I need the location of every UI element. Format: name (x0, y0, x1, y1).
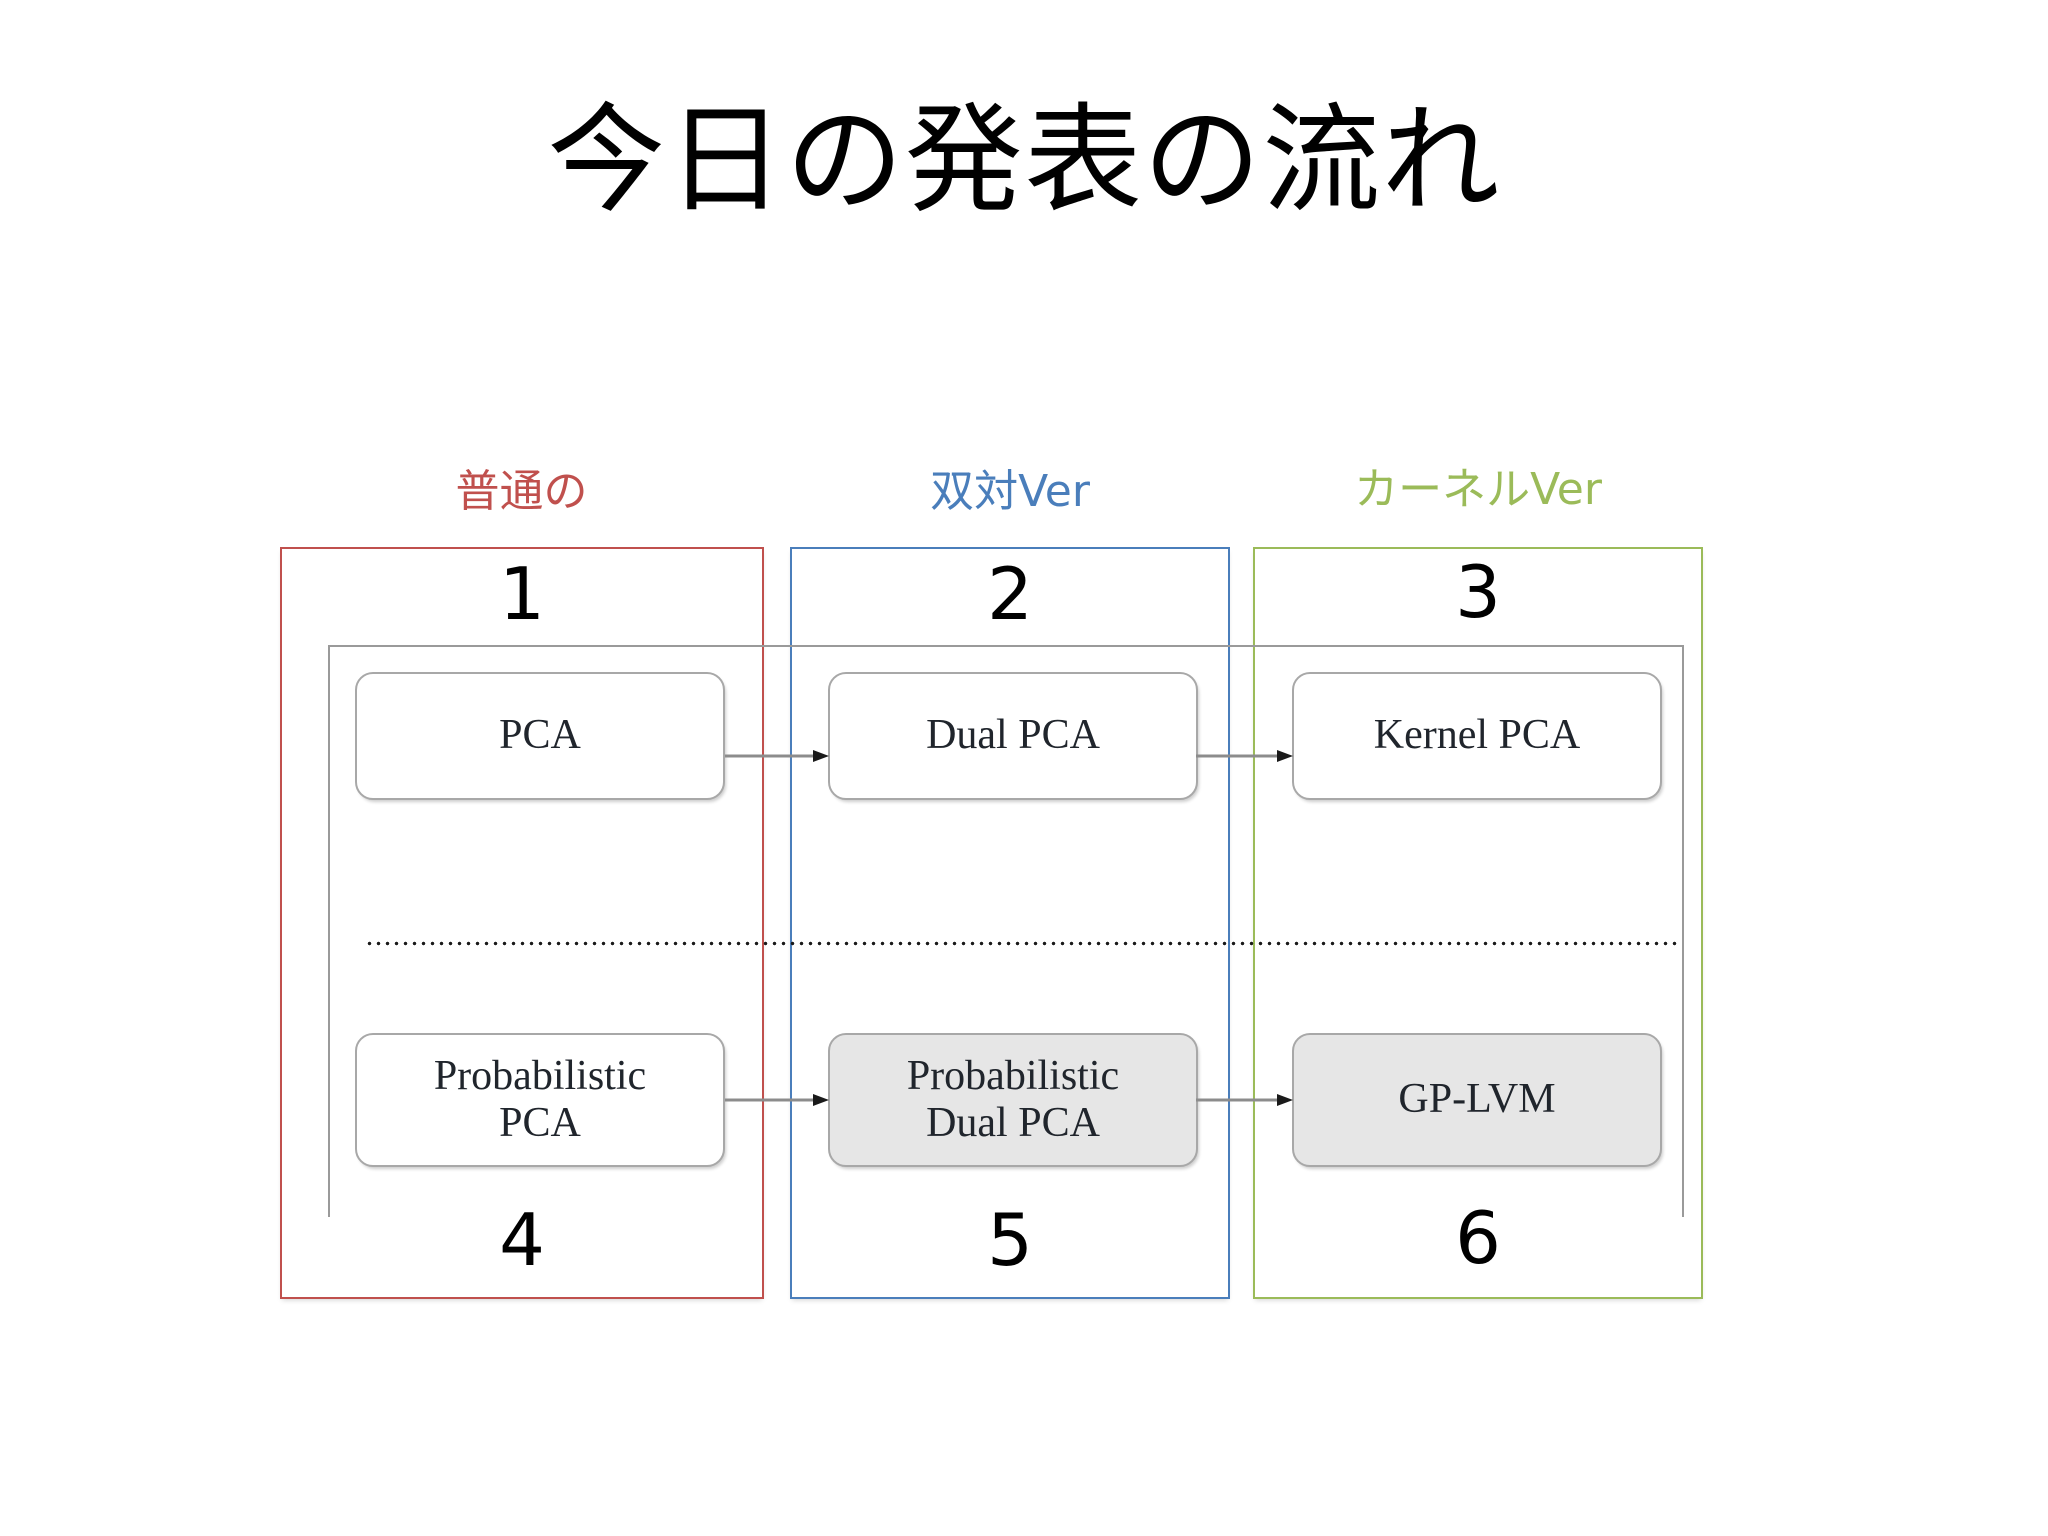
inner-figure-frame (328, 645, 1684, 1217)
node-pca[interactable]: PCA (355, 672, 725, 800)
step-number-2: 2 (987, 552, 1033, 636)
dotted-divider (365, 941, 1680, 946)
column-label-dual: 双対Ver (930, 466, 1090, 517)
column-label-normal: 普通の (455, 466, 588, 517)
node-kernel-pca[interactable]: Kernel PCA (1292, 672, 1662, 800)
step-number-3: 3 (1455, 550, 1501, 634)
page-title: 今日の発表の流れ (547, 91, 1501, 229)
node-dual-pca[interactable]: Dual PCA (828, 672, 1198, 800)
node-gp-lvm[interactable]: GP-LVM (1292, 1033, 1662, 1167)
step-number-4: 4 (499, 1198, 545, 1282)
node-probabilistic-pca[interactable]: Probabilistic PCA (355, 1033, 725, 1167)
step-number-1: 1 (499, 552, 545, 636)
step-number-6: 6 (1455, 1196, 1501, 1280)
node-probabilistic-dual-pca[interactable]: Probabilistic Dual PCA (828, 1033, 1198, 1167)
step-number-5: 5 (987, 1198, 1033, 1282)
column-label-kernel: カーネルVer (1354, 464, 1602, 515)
